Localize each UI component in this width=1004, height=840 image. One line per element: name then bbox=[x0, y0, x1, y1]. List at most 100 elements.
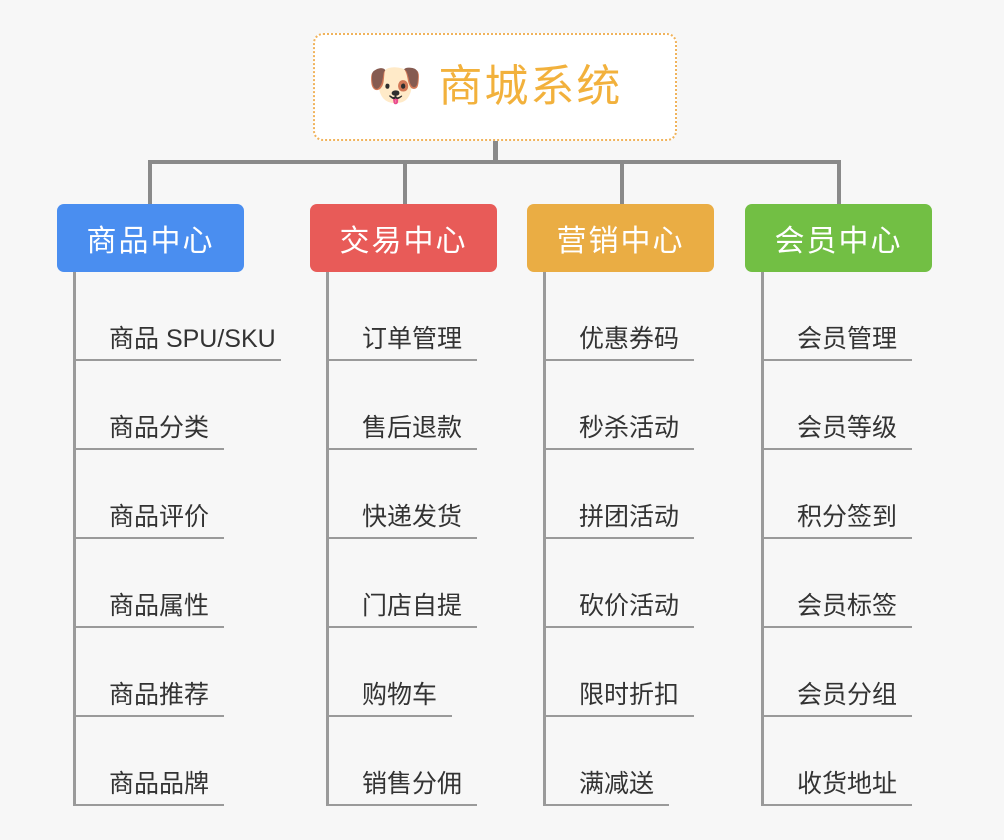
leaf-underline bbox=[326, 448, 477, 450]
list-item[interactable]: 积分签到 bbox=[761, 450, 932, 539]
leaf-underline bbox=[761, 448, 912, 450]
leaf-underline bbox=[73, 626, 224, 628]
leaf-label: 商品 SPU/SKU bbox=[109, 324, 276, 353]
list-item[interactable]: 销售分佣 bbox=[326, 717, 497, 806]
list-item[interactable]: 快递发货 bbox=[326, 450, 497, 539]
category-title: 营销中心 bbox=[556, 225, 685, 258]
leaf-underline bbox=[73, 448, 224, 450]
leaf-underline bbox=[543, 626, 694, 628]
list-item[interactable]: 优惠券码 bbox=[543, 272, 714, 361]
root-title: 商城系统 bbox=[438, 62, 623, 111]
list-item[interactable]: 会员标签 bbox=[761, 539, 932, 628]
leaf-label: 收货地址 bbox=[797, 769, 898, 798]
leaf-label: 会员分组 bbox=[797, 680, 898, 709]
leaf-list-product-center: 商品 SPU/SKU 商品分类 商品评价 商品属性 商品推荐 商品品牌 bbox=[73, 272, 281, 806]
leaf-label: 商品推荐 bbox=[109, 680, 210, 709]
list-item[interactable]: 商品属性 bbox=[73, 539, 244, 628]
list-item[interactable]: 满减送 bbox=[543, 717, 714, 806]
list-item[interactable]: 限时折扣 bbox=[543, 628, 714, 717]
list-item[interactable]: 商品推荐 bbox=[73, 628, 244, 717]
list-item[interactable]: 订单管理 bbox=[326, 272, 497, 361]
list-item[interactable]: 商品分类 bbox=[73, 361, 244, 450]
leaf-underline bbox=[543, 715, 694, 717]
leaf-underline bbox=[326, 715, 452, 717]
leaf-underline bbox=[543, 804, 669, 806]
list-item[interactable]: 会员分组 bbox=[761, 628, 932, 717]
leaf-underline bbox=[73, 537, 224, 539]
list-item[interactable]: 购物车 bbox=[326, 628, 497, 717]
category-header-product-center[interactable]: 商品中心 bbox=[57, 204, 244, 272]
leaf-label: 会员管理 bbox=[797, 324, 898, 353]
branch-spine bbox=[761, 272, 764, 806]
leaf-underline bbox=[543, 359, 694, 361]
leaf-underline bbox=[73, 804, 224, 806]
leaf-label: 门店自提 bbox=[362, 591, 463, 620]
category-header-trade-center[interactable]: 交易中心 bbox=[310, 204, 497, 272]
branch-trade-center: 交易中心 订单管理 售后退款 快递发货 门店自提 购物车 bbox=[310, 204, 497, 806]
branch-product-center: 商品中心 商品 SPU/SKU 商品分类 商品评价 商品属性 商品推荐 bbox=[57, 204, 281, 806]
leaf-label: 满减送 bbox=[579, 769, 655, 798]
branch-spine bbox=[73, 272, 76, 806]
leaf-list-member-center: 会员管理 会员等级 积分签到 会员标签 会员分组 收货地址 bbox=[761, 272, 932, 806]
leaf-label: 限时折扣 bbox=[579, 680, 680, 709]
leaf-label: 商品属性 bbox=[109, 591, 210, 620]
leaf-label: 会员等级 bbox=[797, 413, 898, 442]
leaf-underline bbox=[326, 626, 477, 628]
category-header-marketing-center[interactable]: 营销中心 bbox=[527, 204, 714, 272]
branch-marketing-center: 营销中心 优惠券码 秒杀活动 拼团活动 砍价活动 限时折扣 bbox=[527, 204, 714, 806]
leaf-list-marketing-center: 优惠券码 秒杀活动 拼团活动 砍价活动 限时折扣 满减送 bbox=[543, 272, 714, 806]
leaf-underline bbox=[543, 448, 694, 450]
branch-spine bbox=[326, 272, 329, 806]
list-item[interactable]: 商品 SPU/SKU bbox=[73, 272, 281, 361]
category-title: 商品中心 bbox=[86, 225, 215, 258]
leaf-label: 商品分类 bbox=[109, 413, 210, 442]
list-item[interactable]: 商品评价 bbox=[73, 450, 244, 539]
leaf-label: 订单管理 bbox=[362, 324, 463, 353]
leaf-label: 拼团活动 bbox=[579, 502, 680, 531]
list-item[interactable]: 商品品牌 bbox=[73, 717, 244, 806]
category-title: 会员中心 bbox=[774, 225, 903, 258]
leaf-underline bbox=[761, 804, 912, 806]
connector-drop-marketing-center bbox=[620, 160, 624, 206]
leaf-underline bbox=[761, 715, 912, 717]
connector-root-trunk bbox=[493, 141, 498, 164]
leaf-label: 积分签到 bbox=[797, 502, 898, 531]
leaf-list-trade-center: 订单管理 售后退款 快递发货 门店自提 购物车 销售分佣 bbox=[326, 272, 497, 806]
branch-member-center: 会员中心 会员管理 会员等级 积分签到 会员标签 会员分组 bbox=[745, 204, 932, 806]
list-item[interactable]: 秒杀活动 bbox=[543, 361, 714, 450]
leaf-label: 商品品牌 bbox=[109, 769, 210, 798]
connector-drop-member-center bbox=[837, 160, 841, 206]
leaf-label: 商品评价 bbox=[109, 502, 210, 531]
category-header-member-center[interactable]: 会员中心 bbox=[745, 204, 932, 272]
leaf-underline bbox=[761, 537, 912, 539]
list-item[interactable]: 会员管理 bbox=[761, 272, 932, 361]
leaf-underline bbox=[761, 359, 912, 361]
branch-spine bbox=[543, 272, 546, 806]
list-item[interactable]: 会员等级 bbox=[761, 361, 932, 450]
category-title: 交易中心 bbox=[339, 225, 468, 258]
list-item[interactable]: 售后退款 bbox=[326, 361, 497, 450]
leaf-label: 秒杀活动 bbox=[579, 413, 680, 442]
dog-face-icon: 🐶 bbox=[367, 61, 423, 110]
leaf-underline bbox=[73, 715, 224, 717]
leaf-underline bbox=[326, 804, 477, 806]
list-item[interactable]: 砍价活动 bbox=[543, 539, 714, 628]
list-item[interactable]: 门店自提 bbox=[326, 539, 497, 628]
leaf-underline bbox=[761, 626, 912, 628]
leaf-underline bbox=[326, 537, 477, 539]
list-item[interactable]: 拼团活动 bbox=[543, 450, 714, 539]
leaf-label: 购物车 bbox=[362, 680, 438, 709]
leaf-underline bbox=[326, 359, 477, 361]
connector-drop-trade-center bbox=[403, 160, 407, 206]
leaf-label: 售后退款 bbox=[362, 413, 463, 442]
leaf-underline bbox=[543, 537, 694, 539]
connector-horizontal-bus bbox=[150, 160, 841, 164]
root-node-mall-system[interactable]: 🐶 商城系统 bbox=[313, 33, 677, 141]
leaf-label: 快递发货 bbox=[362, 502, 463, 531]
connector-drop-product-center bbox=[148, 160, 152, 206]
leaf-label: 砍价活动 bbox=[579, 591, 680, 620]
leaf-label: 销售分佣 bbox=[362, 769, 463, 798]
list-item[interactable]: 收货地址 bbox=[761, 717, 932, 806]
leaf-label: 优惠券码 bbox=[579, 324, 680, 353]
